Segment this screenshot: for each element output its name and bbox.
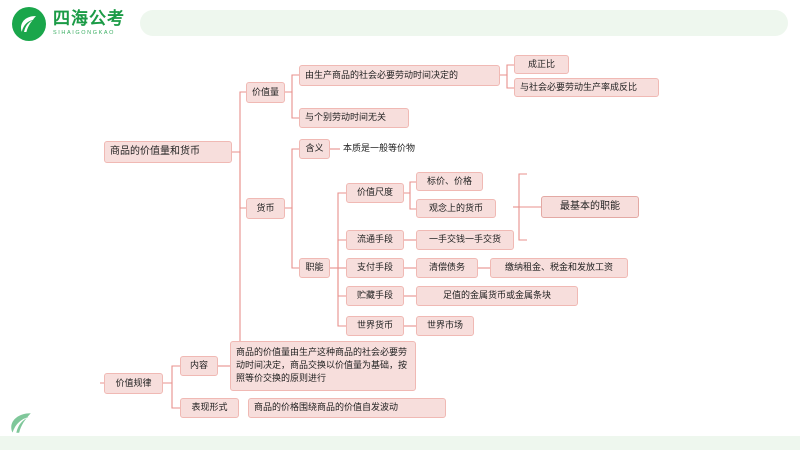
node-biaojia-jiage[interactable]: 标价、价格 [416, 172, 483, 191]
node-neirong-value[interactable]: 商品的价值量由生产这种商品的社会必要劳动时间决定，商品交换以价值量为基础，按照等… [230, 341, 416, 391]
node-guannian-huobi[interactable]: 观念上的货币 [416, 199, 496, 218]
page-header: 四海公考 SIHAIGONGKAO [0, 0, 800, 46]
node-brace-label[interactable]: 最基本的职能 [541, 196, 639, 218]
node-neirong[interactable]: 内容 [180, 356, 218, 376]
node-jiazhiliang[interactable]: 价值量 [246, 82, 285, 103]
node-jzl-a1[interactable]: 成正比 [514, 55, 569, 74]
node-zhifu-shouduan[interactable]: 支付手段 [346, 258, 404, 278]
node-shijie-shichang[interactable]: 世界市场 [416, 316, 474, 336]
brand-subtitle: SIHAIGONGKAO [53, 30, 115, 37]
node-jzl-a2[interactable]: 与社会必要劳动生产率成反比 [514, 78, 659, 97]
node-jiaona-zujin[interactable]: 缴纳租金、税金和发放工资 [490, 258, 628, 278]
brand-title: 四海公考 [53, 9, 125, 30]
node-zhucang-shouduan[interactable]: 贮藏手段 [346, 286, 404, 306]
brand-logo: 四海公考 SIHAIGONGKAO [12, 6, 125, 42]
brand-text: 四海公考 SIHAIGONGKAO [53, 11, 125, 37]
footer-band [0, 436, 800, 450]
node-jiazhichidu[interactable]: 价值尺度 [346, 183, 404, 203]
footer-leaf-icon [8, 410, 34, 436]
node-huobi[interactable]: 货币 [246, 198, 285, 219]
node-hanyi[interactable]: 含义 [299, 139, 330, 159]
mindmap: 商品的价值量和货币 价值量 由生产商品的社会必要劳动时间决定的 成正比 与社会必… [0, 46, 800, 436]
node-yishou-jiaoqian[interactable]: 一手交钱一手交货 [416, 230, 514, 250]
node-shijie-huobi[interactable]: 世界货币 [346, 316, 404, 336]
header-band [140, 10, 788, 36]
node-root[interactable]: 商品的价值量和货币 [104, 141, 232, 163]
node-biaoxian-xingshi[interactable]: 表现形式 [180, 398, 239, 418]
node-jiazhi-guilv[interactable]: 价值规律 [104, 373, 163, 394]
node-qingchang-zhaiwu[interactable]: 清偿债务 [416, 258, 478, 278]
node-zhineng[interactable]: 职能 [299, 258, 330, 278]
node-hanyi-value[interactable]: 本质是一般等价物 [343, 144, 416, 154]
node-liutong-shouduan[interactable]: 流通手段 [346, 230, 404, 250]
node-jzl-a[interactable]: 由生产商品的社会必要劳动时间决定的 [299, 65, 500, 86]
node-jzl-b[interactable]: 与个别劳动时间无关 [299, 108, 409, 128]
leaf-icon [12, 7, 46, 41]
node-zuzhi-jinshu[interactable]: 足值的金属货币或金属条块 [416, 286, 578, 306]
node-biaoxian-value[interactable]: 商品的价格围绕商品的价值自发波动 [248, 398, 446, 418]
